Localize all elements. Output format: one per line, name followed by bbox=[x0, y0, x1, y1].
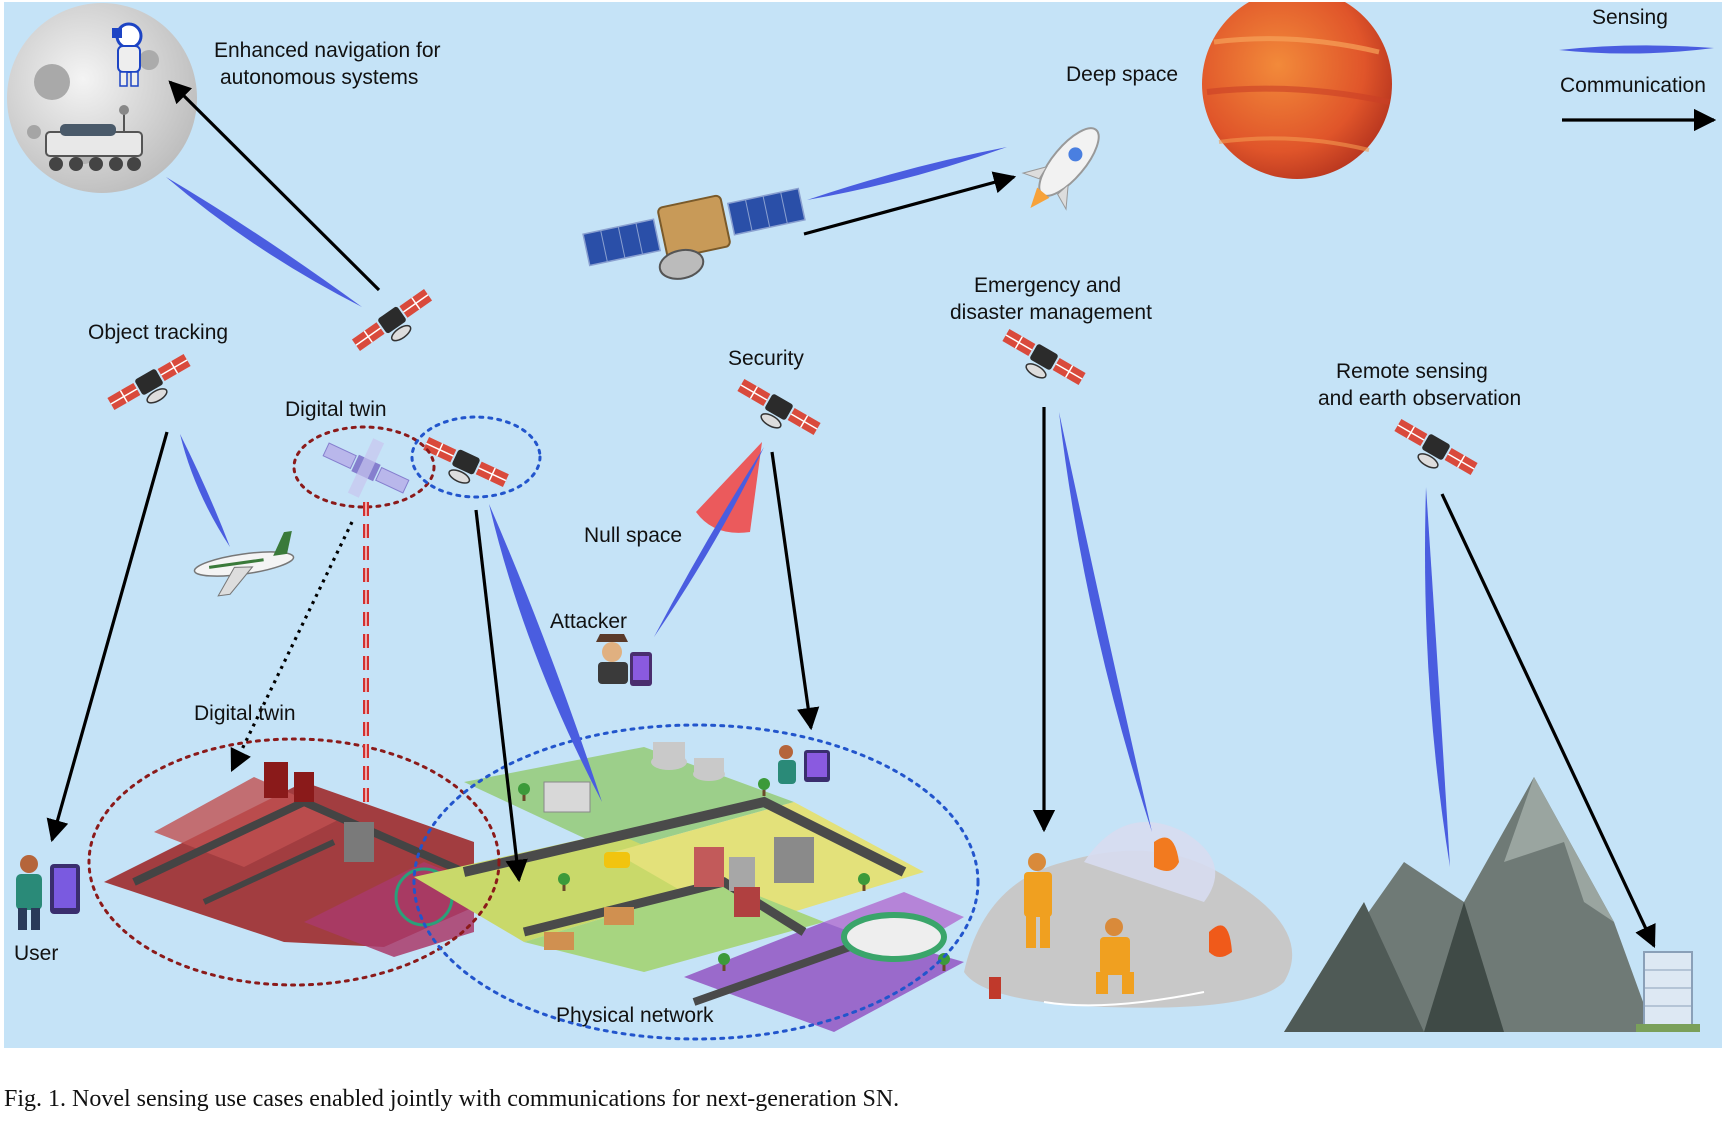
label-emergency-2: disaster management bbox=[950, 301, 1152, 324]
null-space-cone bbox=[696, 442, 762, 533]
rocket-icon bbox=[1021, 127, 1100, 211]
figure-caption: Fig. 1. Novel sensing use cases enabled … bbox=[4, 1086, 900, 1112]
physical-network-ring bbox=[412, 723, 980, 1041]
label-physical-network: Physical network bbox=[556, 1004, 714, 1027]
physical-user-icon bbox=[778, 745, 830, 784]
firefighter-2-icon bbox=[1096, 918, 1134, 994]
label-object-tracking: Object tracking bbox=[88, 321, 228, 344]
legend-communication-label: Communication bbox=[1560, 74, 1706, 97]
office-building-icon bbox=[1636, 951, 1700, 1032]
digital-twin-top-ring-right bbox=[410, 415, 542, 499]
digital-twin-top-ring-left bbox=[292, 425, 436, 509]
label-emergency-1: Emergency and bbox=[974, 274, 1121, 297]
comm-arrow-remote bbox=[1440, 493, 1656, 949]
astronaut-icon bbox=[112, 22, 143, 87]
sensing-beam-attacker bbox=[654, 447, 764, 637]
digital-twin-dotted-link bbox=[230, 521, 354, 773]
label-security: Security bbox=[728, 347, 804, 370]
label-remote-1: Remote sensing bbox=[1336, 360, 1488, 383]
user-icon bbox=[16, 855, 80, 930]
label-digital-twin-bottom: Digital twin bbox=[194, 702, 296, 725]
sensing-beam-physical bbox=[489, 504, 602, 802]
legend-sensing-label: Sensing bbox=[1592, 6, 1668, 29]
firefighter-1-icon bbox=[1024, 853, 1052, 948]
sensing-beam-deep-space bbox=[807, 147, 1007, 200]
communication-arrows bbox=[46, 80, 1717, 949]
sensing-beam-moon bbox=[166, 177, 362, 307]
comm-arrow-physical bbox=[474, 509, 528, 883]
disaster-scene bbox=[964, 822, 1293, 1008]
rover-icon bbox=[45, 105, 143, 171]
red-planet-illustration bbox=[1202, 2, 1392, 179]
sensing-beam-airplane bbox=[180, 434, 230, 547]
label-null-space: Null space bbox=[584, 524, 682, 547]
attacker-icon bbox=[596, 634, 652, 686]
comm-arrow-deep-space bbox=[803, 171, 1017, 236]
comm-arrow-security bbox=[770, 451, 820, 731]
digital-twin-ground-ring bbox=[87, 737, 501, 987]
label-enhanced-nav-1: Enhanced navigation for bbox=[214, 39, 441, 62]
satellite-digital-twin-icon bbox=[322, 438, 410, 498]
label-enhanced-nav-2: autonomous systems bbox=[220, 66, 418, 89]
label-deep-space: Deep space bbox=[1066, 63, 1178, 86]
label-remote-2: and earth observation bbox=[1318, 387, 1521, 410]
mountain-scene bbox=[1284, 777, 1654, 1032]
label-attacker: Attacker bbox=[550, 610, 627, 633]
diagram-canvas: Sensing Communication Enhanced navigatio… bbox=[4, 2, 1722, 1048]
comm-arrow-enhanced-nav bbox=[168, 80, 381, 292]
labels: Sensing Communication Enhanced navigatio… bbox=[14, 6, 1706, 1027]
moon-illustration bbox=[7, 3, 197, 193]
deep-space-satellite-icon bbox=[582, 187, 806, 280]
airplane-icon bbox=[193, 531, 295, 597]
comm-arrow-user bbox=[46, 431, 169, 843]
sensing-beams bbox=[166, 45, 1714, 867]
legend-sensing-beam bbox=[1559, 45, 1714, 54]
label-user: User bbox=[14, 942, 58, 965]
physical-network-city bbox=[414, 742, 964, 1032]
label-digital-twin-top: Digital twin bbox=[285, 398, 387, 421]
sensing-beam-remote bbox=[1425, 487, 1450, 867]
